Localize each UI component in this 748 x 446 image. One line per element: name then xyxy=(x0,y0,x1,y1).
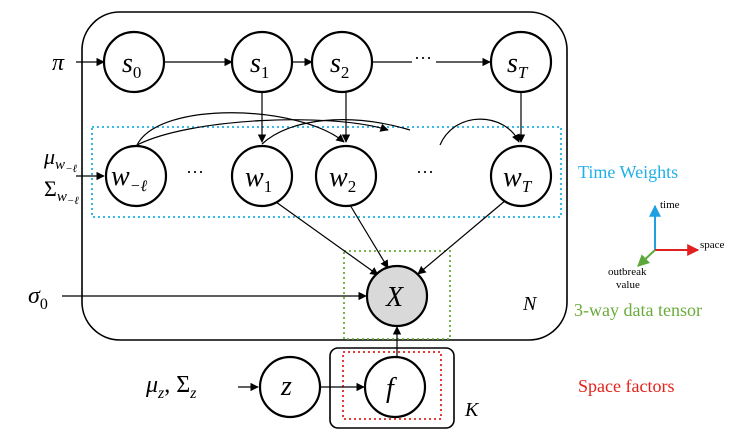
ellipsis-w-left: ··· xyxy=(186,162,204,182)
axis-legend: time space outbreak value xyxy=(608,199,725,291)
svg-text:w1: w1 xyxy=(245,162,272,196)
svg-text:sT: sT xyxy=(507,48,529,82)
edge-w2-X xyxy=(349,204,389,269)
label-data-tensor: 3-way data tensor xyxy=(574,300,702,320)
plate-n-label: N xyxy=(522,293,538,315)
node-s2: s2 xyxy=(310,30,374,94)
axis-space-label: space xyxy=(700,239,725,251)
plate-k xyxy=(329,347,455,429)
ellipsis-w-right: ··· xyxy=(416,162,434,182)
ellipsis-s: ··· xyxy=(414,48,432,68)
node-w2: w2 xyxy=(314,144,378,208)
axis-time-label: time xyxy=(660,199,680,211)
node-sT: sT xyxy=(489,30,553,94)
svg-text:wT: wT xyxy=(503,162,533,196)
node-wT: wT xyxy=(489,144,553,208)
edge-dots-wT xyxy=(439,118,520,146)
edge-wl-dots xyxy=(136,119,389,146)
svg-text:s1: s1 xyxy=(250,48,269,82)
plate-k-label: K xyxy=(464,399,480,421)
input-mu-w: μw−ℓ xyxy=(43,144,77,175)
label-space-factors: Space factors xyxy=(578,376,674,396)
node-f: f xyxy=(363,355,427,419)
axis-outbreak-label-line1: outbreak xyxy=(608,266,647,278)
space-factors-box xyxy=(342,351,442,420)
svg-text:z: z xyxy=(280,371,292,402)
edge-wT-X xyxy=(417,199,507,275)
node-w-minus-l: w−ℓ xyxy=(104,144,168,208)
input-mu-sigma-z: μz, Σz xyxy=(145,372,197,402)
node-s1: s1 xyxy=(230,30,294,94)
axis-outbreak-arrow xyxy=(637,249,656,267)
node-z: z xyxy=(258,355,322,419)
node-X-observed: X xyxy=(365,264,429,328)
label-time-weights: Time Weights xyxy=(578,162,678,182)
edge-wl-w2 xyxy=(136,112,345,146)
input-pi: π xyxy=(52,50,65,76)
svg-text:w2: w2 xyxy=(329,162,356,196)
svg-text:X: X xyxy=(385,282,404,313)
node-s0: s0 xyxy=(102,30,166,94)
svg-text:w−ℓ: w−ℓ xyxy=(111,161,147,195)
node-w1: w1 xyxy=(230,144,294,208)
svg-text:s2: s2 xyxy=(330,48,349,82)
edge-w1-X xyxy=(275,201,379,276)
svg-text:s0: s0 xyxy=(122,48,141,82)
input-sigma-w: Σw−ℓ xyxy=(44,176,79,207)
edge-w1-dots xyxy=(261,119,411,145)
svg-text:f: f xyxy=(386,373,397,404)
input-sigma0: σ0 xyxy=(28,283,48,313)
axis-outbreak-label-line2: value xyxy=(616,279,640,291)
